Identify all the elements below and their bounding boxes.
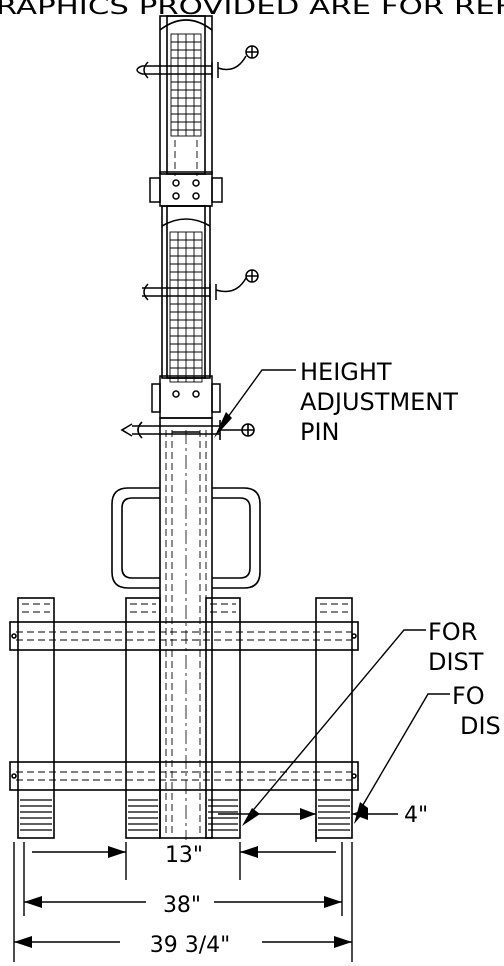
height-pin-line1: HEIGHT: [300, 358, 392, 386]
dimension-lines: [13, 808, 398, 962]
header-banner: GRAPHICS PROVIDED ARE FOR REFE: [0, 0, 504, 20]
fork-a-line2: DIST: [428, 648, 484, 676]
fork-b-line1: FO: [452, 682, 485, 710]
height-adjustment-pin: [120, 420, 255, 440]
dimension-inner-gap-label: 13": [165, 843, 203, 868]
outer-post: [159, 417, 213, 840]
base-frame: [9, 597, 359, 839]
dimension-fork-span-label: 38": [163, 893, 201, 918]
handle-loop: [111, 487, 261, 589]
pin-middle: [142, 269, 259, 301]
clamp-upper: [149, 171, 223, 207]
callout-fork-a-leader: [242, 629, 426, 826]
mast-upper: [159, 15, 213, 176]
mast-middle: [161, 205, 211, 383]
callout-height-pin-leader: [214, 369, 296, 438]
dimension-offset-label: 4": [404, 803, 428, 828]
dimension-overall-width-label: 39 3/4": [150, 933, 231, 958]
callout-height-pin-label: HEIGHT ADJUSTMENT PIN: [300, 358, 458, 446]
fork-b-line2: DIS: [460, 712, 501, 740]
callout-fork-a-label: FOR DIST: [428, 618, 484, 676]
callout-fork-b-label: FO DIS: [452, 682, 501, 740]
fork-a-line1: FOR: [428, 618, 477, 646]
height-pin-line2: ADJUSTMENT: [300, 388, 458, 416]
callout-fork-b-leader: [354, 693, 450, 824]
height-pin-line3: PIN: [300, 418, 340, 446]
pin-upper: [136, 45, 259, 79]
